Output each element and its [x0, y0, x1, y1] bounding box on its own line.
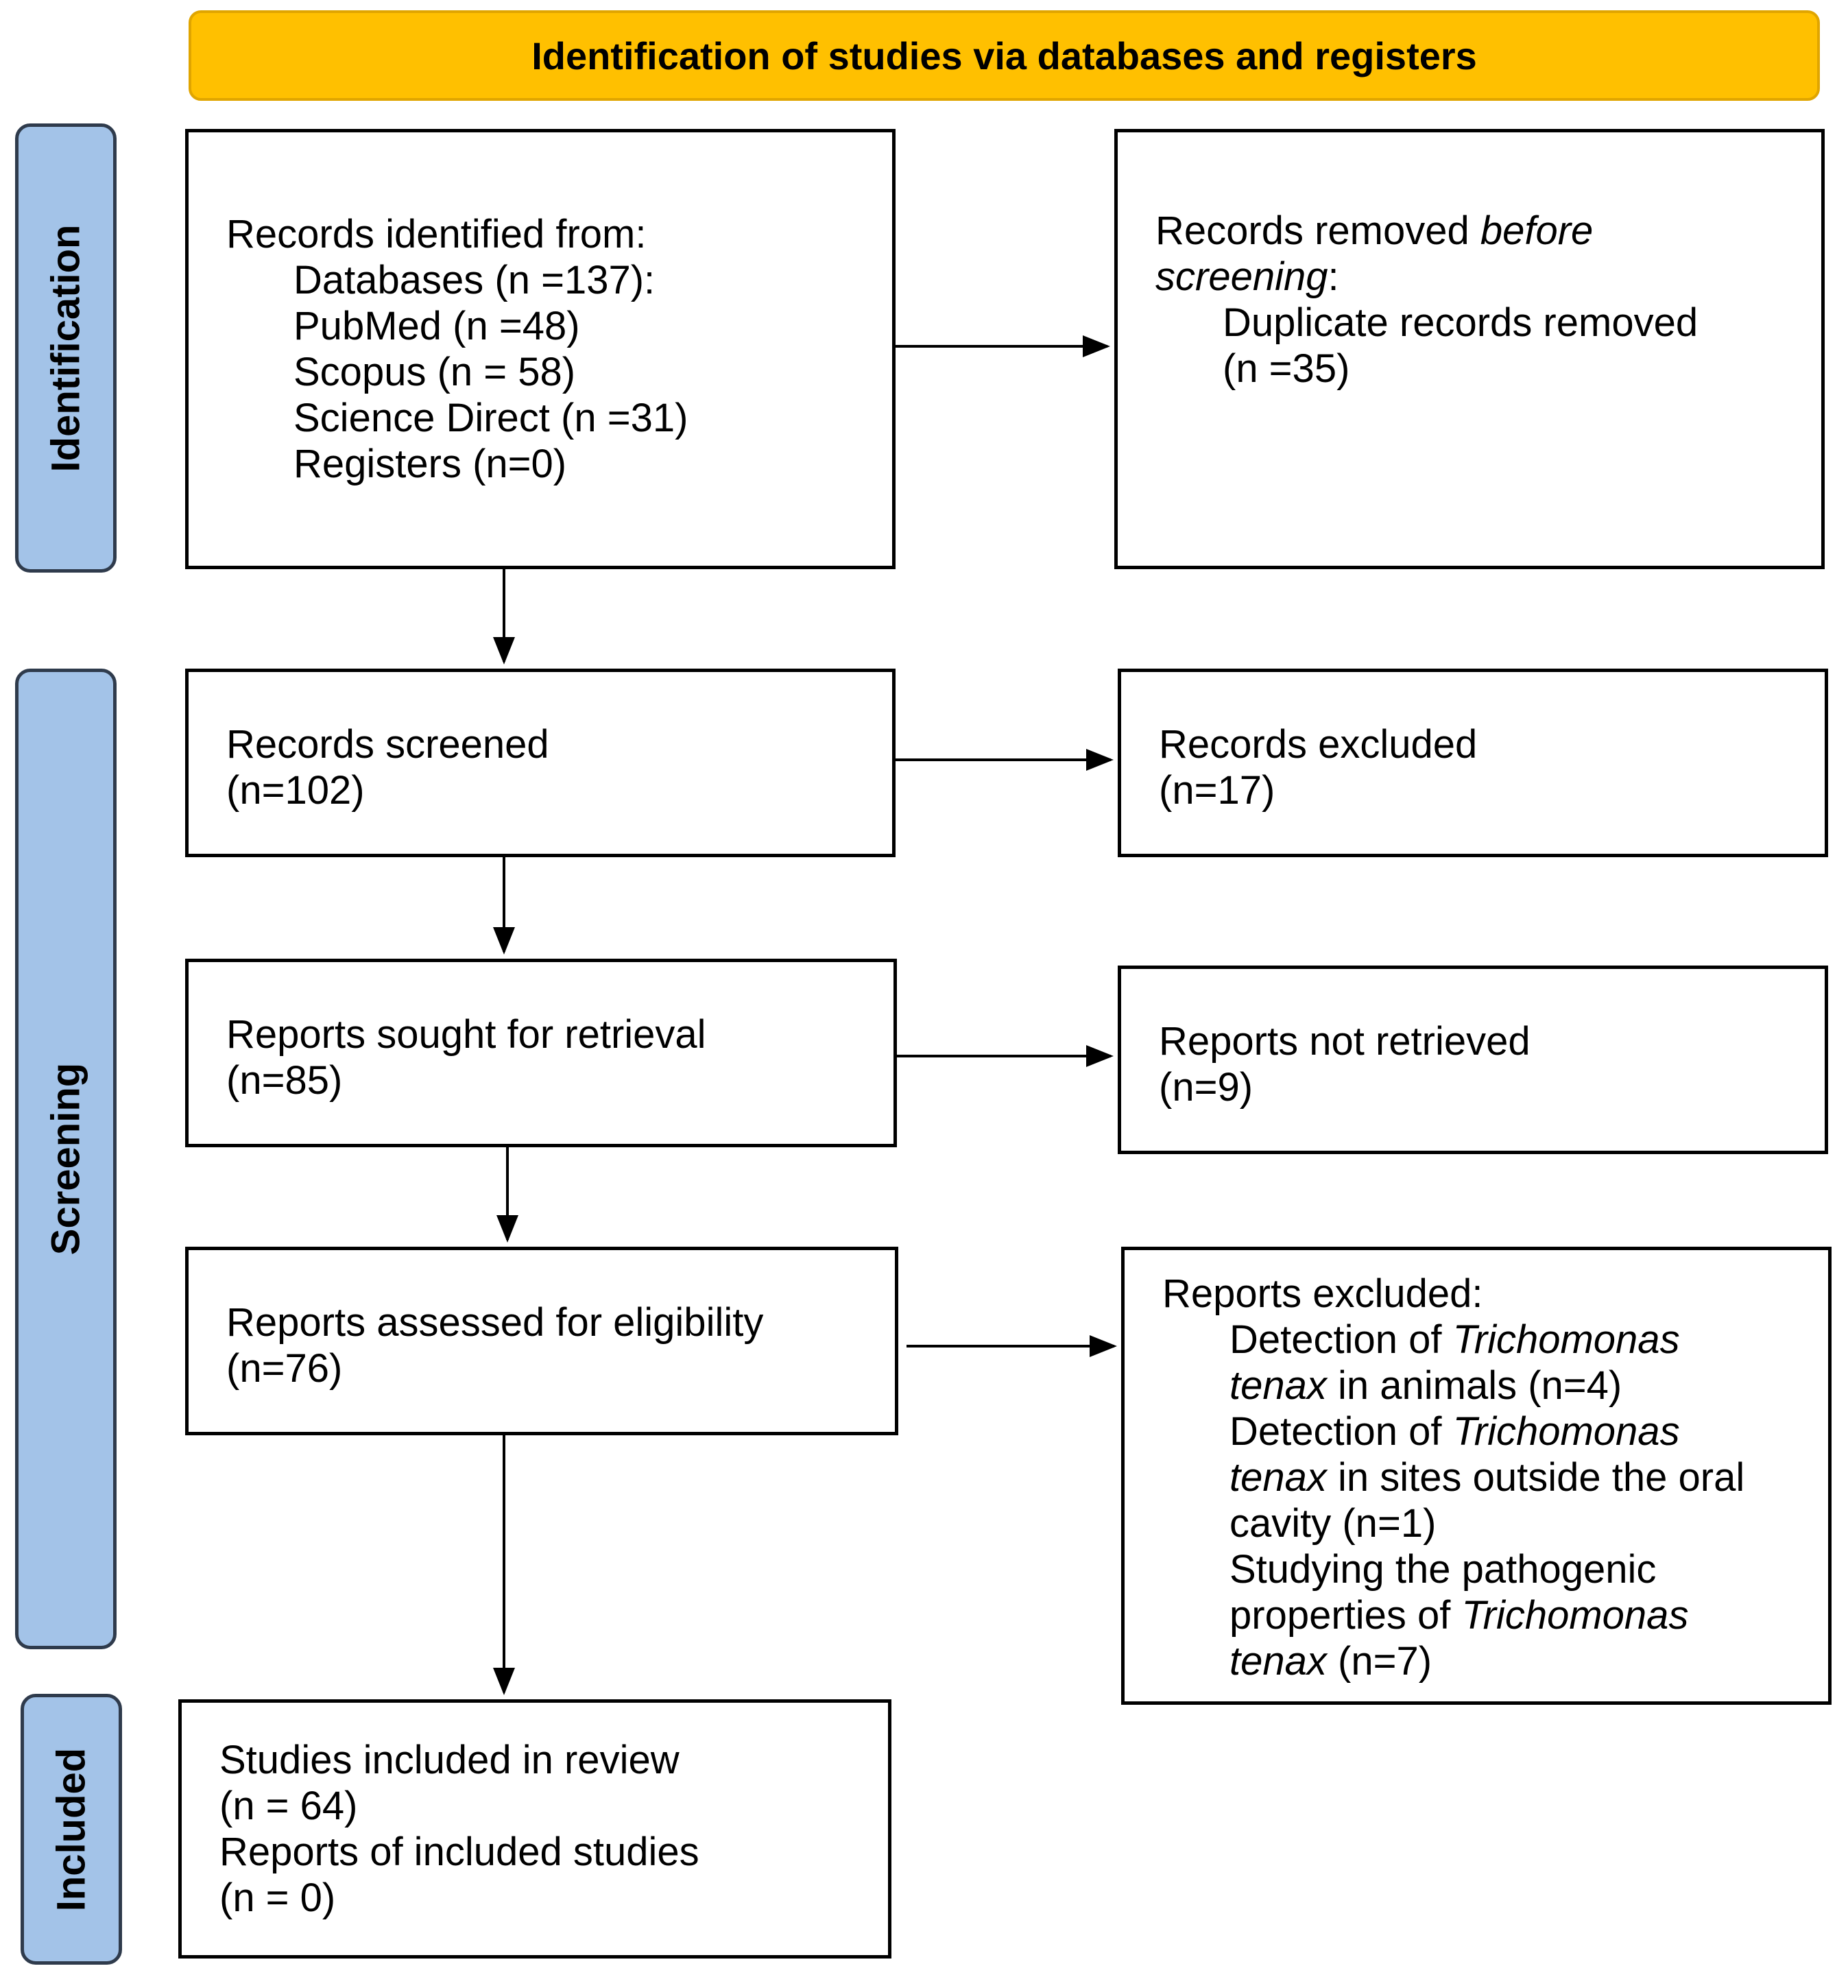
excluded-reason-3c: tenax (n=7): [1162, 1638, 1828, 1684]
removed-colon: :: [1328, 254, 1339, 299]
r3-c: Trichomonas: [1461, 1593, 1689, 1638]
header-banner: Identification of studies via databases …: [189, 10, 1820, 101]
records-identified-box: Records identified from: Databases (n =1…: [185, 129, 896, 569]
records-removed-box: Records removed before screening: Duplic…: [1114, 129, 1825, 569]
reports-not-retrieved-box: Reports not retrieved (n=9): [1118, 966, 1828, 1154]
removed-before: before: [1480, 208, 1594, 253]
excluded-reason-1a: Detection of Trichomonas: [1162, 1317, 1828, 1363]
removed-prefix: Records removed: [1155, 208, 1480, 253]
records-excluded-box: Records excluded (n=17): [1118, 669, 1828, 857]
records-excluded-count: (n=17): [1159, 768, 1275, 813]
reports-sought-count: (n=85): [226, 1058, 343, 1103]
reports-excluded-box: Reports excluded: Detection of Trichomon…: [1121, 1247, 1832, 1705]
records-screened-box: Records screened (n=102): [185, 669, 896, 857]
studies-included-count: (n = 64): [219, 1784, 358, 1828]
records-screened-title: Records screened: [226, 722, 549, 767]
r1-b: Trichomonas: [1452, 1317, 1680, 1362]
scopus-count: Scopus (n = 58): [293, 350, 576, 394]
records-identified-title: Records identified from:: [226, 212, 647, 256]
r3-b: properties of: [1229, 1593, 1462, 1638]
reports-assessed-title: Reports assessed for eligibility: [226, 1300, 764, 1345]
duplicates-removed-count: (n =35): [1223, 346, 1350, 391]
phase-screening: Screening: [15, 669, 117, 1649]
records-excluded-title: Records excluded: [1159, 722, 1478, 767]
records-screened-count: (n=102): [226, 768, 365, 813]
removed-screening: screening: [1155, 254, 1328, 299]
records-removed-line2: screening:: [1155, 254, 1821, 300]
header-title: Identification of studies via databases …: [531, 34, 1477, 77]
excluded-reason-3b: properties of Trichomonas: [1162, 1592, 1828, 1638]
excluded-reason-3a: Studying the pathogenic: [1229, 1547, 1657, 1592]
r3-d: tenax: [1229, 1639, 1327, 1684]
excluded-reason-2b: tenax in sites outside the oral: [1162, 1454, 1828, 1500]
reports-sought-box: Reports sought for retrieval (n=85): [185, 959, 897, 1147]
r3-e: (n=7): [1326, 1639, 1432, 1684]
duplicates-removed: Duplicate records removed: [1223, 300, 1699, 345]
r2-b: Trichomonas: [1452, 1409, 1680, 1454]
excluded-reason-2c: cavity (n=1): [1229, 1501, 1437, 1546]
reports-not-retrieved-count: (n=9): [1159, 1065, 1253, 1110]
reports-included-count: (n = 0): [219, 1876, 336, 1920]
r1-c: tenax: [1229, 1363, 1327, 1408]
reports-included-title: Reports of included studies: [219, 1830, 699, 1874]
r1-d: in animals (n=4): [1326, 1363, 1622, 1408]
excluded-reason-1b: tenax in animals (n=4): [1162, 1363, 1828, 1409]
reports-not-retrieved-title: Reports not retrieved: [1159, 1019, 1531, 1064]
reports-assessed-box: Reports assessed for eligibility (n=76): [185, 1247, 898, 1435]
excluded-reason-2a: Detection of Trichomonas: [1162, 1409, 1828, 1454]
r2-a: Detection of: [1229, 1409, 1453, 1454]
registers-count: Registers (n=0): [293, 442, 567, 486]
studies-included-box: Studies included in review (n = 64) Repo…: [178, 1699, 891, 1959]
reports-excluded-title: Reports excluded:: [1162, 1271, 1483, 1316]
studies-included-title: Studies included in review: [219, 1738, 680, 1782]
reports-assessed-count: (n=76): [226, 1346, 343, 1391]
databases-count: Databases (n =137):: [293, 258, 656, 302]
reports-sought-title: Reports sought for retrieval: [226, 1012, 706, 1057]
records-removed-line1: Records removed before: [1155, 208, 1821, 254]
phase-included: Included: [21, 1694, 122, 1965]
science-direct-count: Science Direct (n =31): [293, 396, 688, 440]
r1-a: Detection of: [1229, 1317, 1453, 1362]
pubmed-count: PubMed (n =48): [293, 304, 580, 348]
r2-d: in sites outside the oral: [1326, 1455, 1745, 1500]
phase-identification: Identification: [15, 123, 117, 573]
r2-c: tenax: [1229, 1455, 1327, 1500]
